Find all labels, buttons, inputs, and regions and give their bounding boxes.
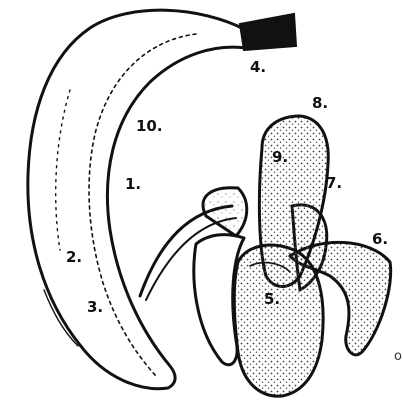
label-7: 7. (326, 176, 342, 191)
label-1: 1. (125, 177, 141, 192)
peeled-banana (140, 116, 391, 396)
label-4: 4. (250, 60, 266, 75)
label-10: 10. (136, 119, 163, 134)
label-2: 2. (66, 250, 82, 265)
label-9: 9. (272, 150, 288, 165)
label-8: 8. (312, 96, 328, 111)
edge-text: o (394, 350, 402, 363)
label-3: 3. (87, 300, 103, 315)
label-6: 6. (372, 232, 388, 247)
label-5: 5. (264, 292, 280, 307)
stem (240, 14, 296, 50)
